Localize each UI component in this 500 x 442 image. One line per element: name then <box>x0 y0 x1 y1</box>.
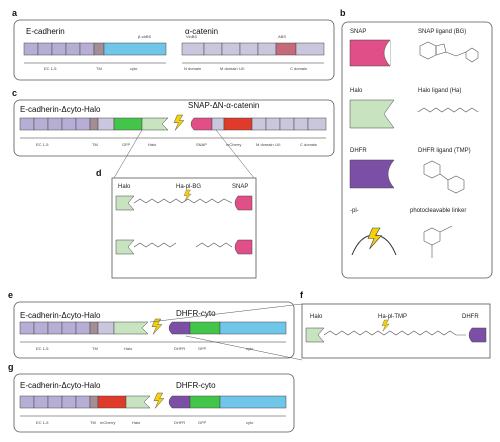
e-right-domains <box>168 321 287 335</box>
e-dhfr-label: DHFR <box>174 346 185 351</box>
g-lightning-icon <box>153 392 165 409</box>
f-linker <box>323 330 466 336</box>
d-halo-shape-bottom <box>115 239 135 255</box>
g-left-domains <box>19 395 151 409</box>
e-left-title: E-cadherin-Δcyto-Halo <box>20 311 101 320</box>
ecad-domains <box>23 42 167 56</box>
lightning-icon <box>351 227 397 256</box>
f-dhfr-label: DHFR <box>462 314 479 320</box>
panel-label-a: a <box>12 8 18 18</box>
panel-e-frame <box>13 301 295 359</box>
g-cyto-label: cyto <box>246 420 254 425</box>
f-mid-label: Ha-pl-TMP <box>378 314 407 320</box>
c-snap-label: SNAP <box>196 142 207 147</box>
e-tm-label: TM <box>92 346 98 351</box>
n-label: N domain <box>184 66 201 71</box>
c-left-title: E-cadherin-Δcyto-Halo <box>20 105 101 114</box>
panel-c-frame <box>13 99 335 157</box>
d-snap-label: SNAP <box>232 184 248 190</box>
c-label: C domain <box>290 66 307 71</box>
pl-desc: photocleavable linker <box>410 208 466 214</box>
snap-ligand-title: SNAP ligand (BG) <box>418 29 466 35</box>
g-halo-label: Halo <box>132 420 141 425</box>
panel-g-frame <box>13 373 295 433</box>
tm-label-a: TM <box>96 66 102 71</box>
c-ec-label: EC 1-5 <box>36 142 49 147</box>
m-label: M domain I-III <box>220 66 244 71</box>
ha-structure-icon <box>417 107 479 113</box>
panel-d-frame <box>111 177 257 279</box>
d-snap-shape-bottom <box>234 239 253 255</box>
f-lightning-icon <box>381 319 390 332</box>
halo-title: Halo <box>350 88 363 94</box>
panel-label-e: e <box>8 290 13 300</box>
c-lightning-icon <box>173 114 185 131</box>
snap-title: SNAP <box>350 29 366 35</box>
bbs-label: β-cbBS <box>138 34 152 39</box>
d-snap-shape-top <box>234 195 253 211</box>
panel-label-b: b <box>340 8 346 18</box>
ec-label-a: EC 1-5 <box>44 66 57 71</box>
d-halo-label: Halo <box>118 184 131 190</box>
f-halo-label: Halo <box>310 314 323 320</box>
dhfr-ligand-title: DHFR ligand (TMP) <box>418 148 471 154</box>
c-halo-label: Halo <box>148 142 157 147</box>
halo-ligand-title: Halo ligand (Ha) <box>418 88 461 94</box>
vinbs-label: VinBS <box>186 34 197 39</box>
d-linker-bottom-right <box>195 242 233 248</box>
panel-label-g: g <box>8 362 14 372</box>
d-linker-top <box>133 198 233 204</box>
e-halo-label: Halo <box>124 346 133 351</box>
e-left-domains <box>19 321 149 335</box>
acat-title: α-catenin <box>185 27 218 36</box>
pl-title: -pl- <box>350 208 359 214</box>
dhfr-shape <box>349 159 395 189</box>
ecad-title: E-cadherin <box>26 27 65 36</box>
g-right-domains <box>168 395 287 409</box>
c-mcherry-label: mCherry <box>226 142 241 147</box>
e-cyto-label: cyto <box>246 346 254 351</box>
dhfr-title: DHFR <box>350 148 367 154</box>
panel-label-d: d <box>96 168 102 178</box>
halo-shape <box>349 99 395 129</box>
c-c-label: C domain <box>300 142 317 147</box>
e-ec-label: EC 1-5 <box>36 346 49 351</box>
f-halo-shape <box>305 327 325 343</box>
pl-structure-icon <box>423 225 453 258</box>
g-mcherry-label: mCherry <box>100 420 115 425</box>
g-right-title: DHFR-cyto <box>176 381 216 390</box>
c-right-domains <box>190 117 327 131</box>
d-halo-shape-top <box>115 195 135 211</box>
d-mid-label: Ha-pl-BG <box>176 184 201 190</box>
g-ec-label: EC 1-5 <box>36 420 49 425</box>
panel-f-frame <box>301 303 491 359</box>
c-right-title: SNAP-ΔN-α-catenin <box>188 101 259 110</box>
g-left-title: E-cadherin-Δcyto-Halo <box>20 381 101 390</box>
d-linker-bottom-left <box>133 242 177 248</box>
c-left-domains <box>19 117 169 131</box>
acat-domains <box>181 42 325 56</box>
f-dhfr-shape <box>468 327 487 343</box>
e-right-title: DHFR-cyto <box>176 309 216 318</box>
e-gfp-label: GFP <box>198 346 207 351</box>
g-gfp-label: GFP <box>198 420 207 425</box>
panel-b-frame <box>341 21 493 279</box>
panel-a-frame <box>13 19 335 81</box>
bg-structure-icon <box>419 41 479 63</box>
panel-label-f: f <box>300 290 304 300</box>
abs-label: ABS <box>278 34 286 39</box>
c-m-label: M domain I-III <box>256 142 280 147</box>
c-tm-label: TM <box>92 142 98 147</box>
panel-label-c: c <box>12 88 17 98</box>
tmp-structure-icon <box>423 160 465 194</box>
g-dhfr-label: DHFR <box>174 420 185 425</box>
g-tm-label: TM <box>90 420 96 425</box>
cyto-label-a: cyto <box>130 66 138 71</box>
c-gfp-label: GFP <box>122 142 131 147</box>
